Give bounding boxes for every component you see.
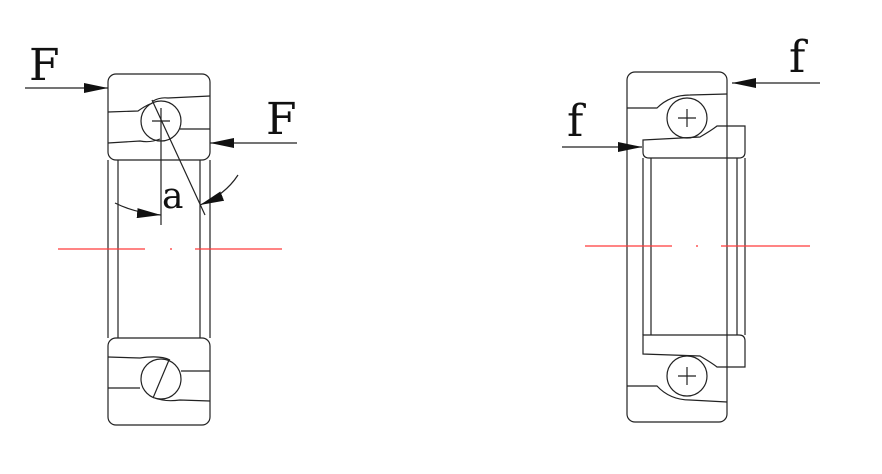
angle-arc-left [114, 202, 162, 219]
separable-bearing: f f [562, 32, 820, 423]
angle-arc-right [199, 174, 239, 206]
contact-line [151, 99, 206, 216]
inner-ring-top [642, 125, 746, 159]
force-label-right: f [789, 32, 808, 83]
outer-ring [626, 71, 728, 423]
angular-contact-bearing: a F F [25, 40, 297, 426]
ball-top [666, 97, 708, 139]
outer-ring-top [107, 73, 211, 161]
force-label-left: f [567, 96, 586, 147]
inner-ring-bottom [642, 334, 746, 368]
force-label-right: F [266, 94, 297, 145]
ball-bottom [140, 358, 182, 400]
force-label-left: F [29, 40, 60, 91]
outer-ring-bottom [107, 337, 211, 426]
angle-label: a [162, 176, 183, 217]
ball-bottom [666, 355, 708, 397]
